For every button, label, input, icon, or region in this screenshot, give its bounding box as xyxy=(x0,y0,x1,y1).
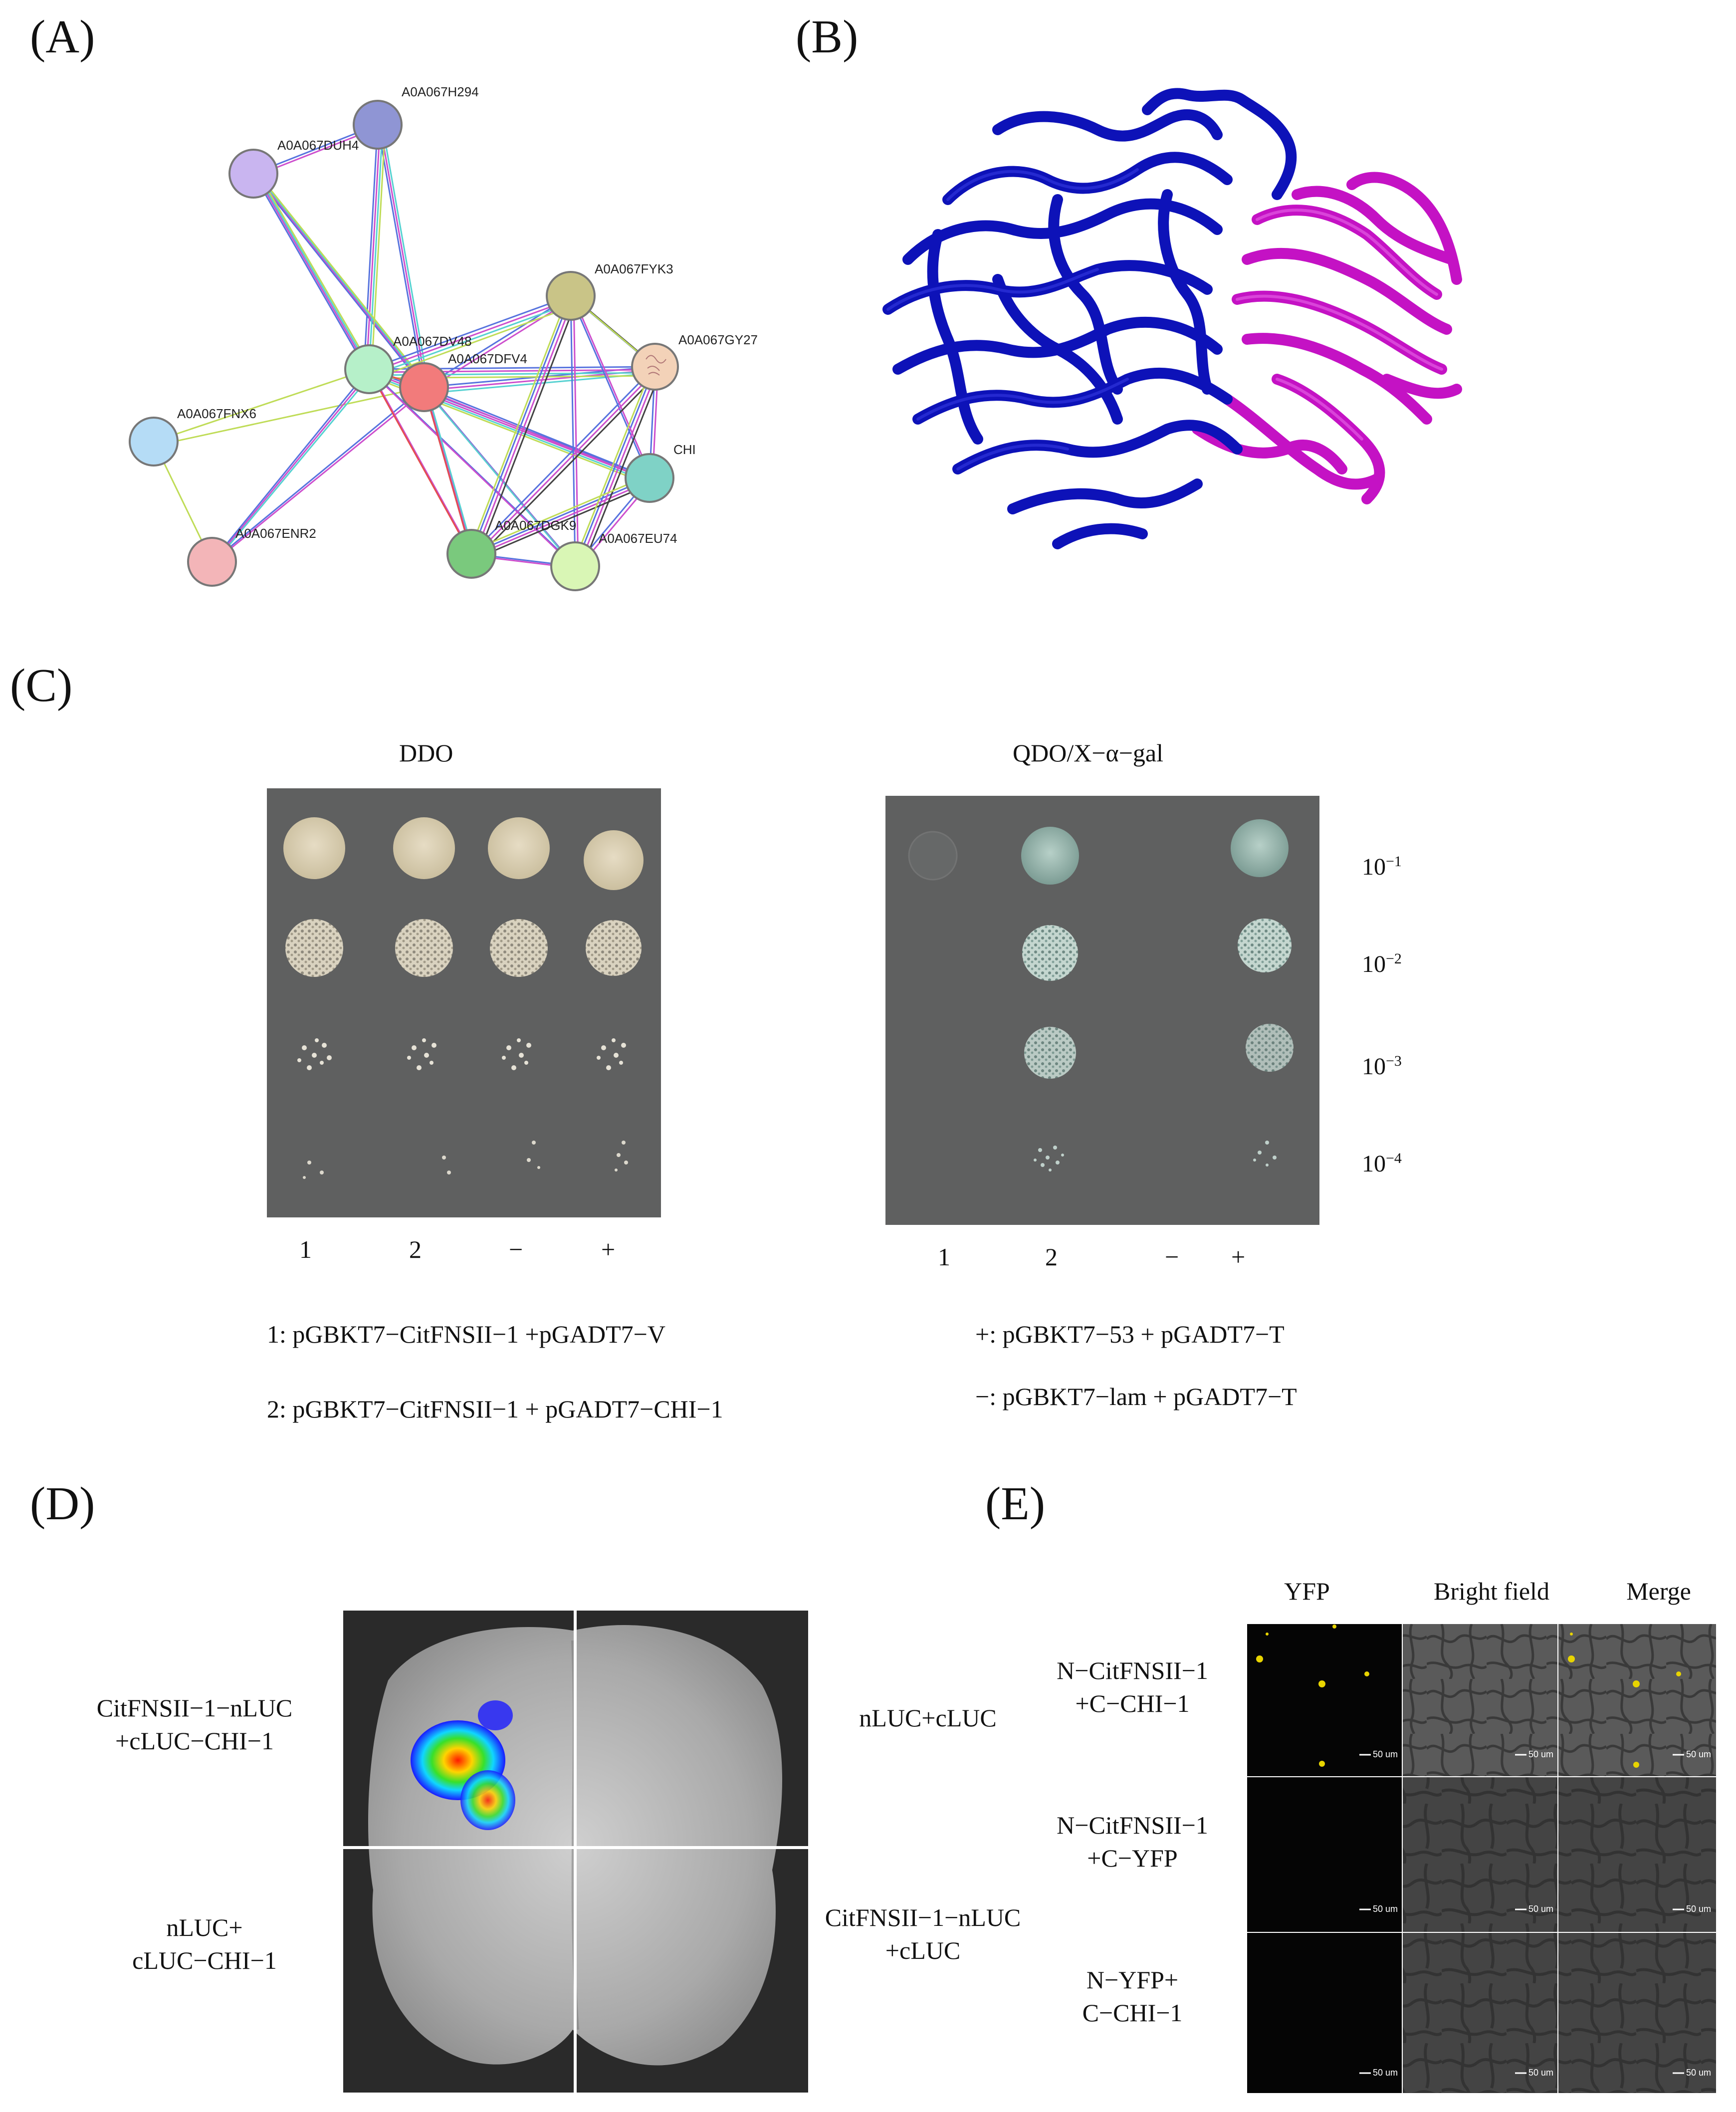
network-label-A0A067DUH4: A0A067DUH4 xyxy=(277,138,359,153)
network-label-A0A067FYK3: A0A067FYK3 xyxy=(595,261,673,276)
ddo-col-2: 2 xyxy=(409,1235,422,1263)
network-node-A0A067H294 xyxy=(353,100,403,150)
bright-field-image-row2 xyxy=(1403,1777,1557,1932)
network-node-A0A067DV48 xyxy=(344,344,394,394)
legend-line-4: −: pGBKT7−lam + pGADT7−T xyxy=(975,1383,1297,1410)
panel-b-label: (B) xyxy=(796,11,859,63)
plate2-title: QDO/X−α−gal xyxy=(1013,739,1164,767)
yfp-image-row1 xyxy=(1247,1624,1402,1776)
yfp-image-row3 xyxy=(1247,1933,1402,2093)
luc-image xyxy=(343,1611,808,2093)
merge-image-row1 xyxy=(1558,1624,1716,1776)
ddo-col-neg: − xyxy=(509,1235,523,1263)
qdo-row-3 xyxy=(1024,1024,1294,1079)
scale-label: 50 um xyxy=(1686,1749,1712,1759)
luminescence-signal xyxy=(411,1700,515,1830)
scale-label: 50 um xyxy=(1373,1749,1398,1759)
network-node-A0A067FYK3 xyxy=(546,271,596,321)
network-node-A0A067ENR2 xyxy=(187,537,237,587)
yfp-image-row2 xyxy=(1247,1777,1402,1932)
legend-line-2: 2: pGBKT7−CitFNSII−1 + pGADT7−CHI−1 xyxy=(267,1395,723,1423)
merge-image-row2 xyxy=(1558,1777,1716,1932)
qdo-col-1: 1 xyxy=(938,1243,950,1271)
protein-structure-ribbon xyxy=(882,88,1462,549)
network-label-A0A067DGK9: A0A067DGK9 xyxy=(495,518,576,533)
network-node-A0A067DFV4 xyxy=(399,362,449,412)
qdo-col-2: 2 xyxy=(1045,1243,1058,1271)
bifc-row-label-1: N−CitFNSII−1+C−CHI−1 xyxy=(1057,1656,1208,1717)
qdo-row-4 xyxy=(1034,1141,1277,1172)
panel-d-label: (D) xyxy=(30,1478,95,1530)
network-node-A0A067FNX6 xyxy=(129,417,179,467)
plate1-title: DDO xyxy=(399,739,453,767)
network-label-A0A067GY27: A0A067GY27 xyxy=(678,332,758,347)
scale-label: 50 um xyxy=(1528,1749,1554,1759)
network-label-A0A067EU74: A0A067EU74 xyxy=(599,531,677,546)
network-node-A0A067DUH4 xyxy=(228,149,278,199)
scale-label: 50 um xyxy=(1373,2068,1398,2078)
qdo-row-1 xyxy=(908,819,1289,885)
ddo-row-3 xyxy=(297,1038,626,1070)
network-label-A0A067ENR2: A0A067ENR2 xyxy=(235,526,316,541)
legend-line-3: +: pGBKT7−53 + pGADT7−T xyxy=(975,1320,1285,1348)
bright-field-image-row3 xyxy=(1403,1933,1557,2093)
structure-glyph xyxy=(646,355,666,376)
network-label-A0A067DFV4: A0A067DFV4 xyxy=(448,351,527,366)
luc-label-top-right: nLUC+cLUC xyxy=(859,1704,997,1732)
network-label-CHI: CHI xyxy=(673,442,696,457)
dilution-label-4: 10−4 xyxy=(1362,1150,1402,1177)
luc-label-bottom-right: CitFNSII−1−nLUC+cLUC xyxy=(825,1903,1021,1964)
panel-c-label: (C) xyxy=(10,660,73,711)
legend-line-1: 1: pGBKT7−CitFNSII−1 +pGADT7−V xyxy=(267,1320,665,1348)
network-label-A0A067FNX6: A0A067FNX6 xyxy=(177,406,256,421)
network-label-A0A067H294: A0A067H294 xyxy=(402,84,479,99)
ddo-row-2 xyxy=(285,919,642,977)
network-node-A0A067DGK9 xyxy=(446,529,496,579)
ddo-row-1 xyxy=(283,817,644,890)
merge-image-row3 xyxy=(1558,1933,1716,2093)
dilution-label-3: 10−3 xyxy=(1362,1053,1402,1080)
scale-label: 50 um xyxy=(1686,1904,1712,1914)
bifc-col-bright-field: Bright field xyxy=(1434,1577,1549,1605)
ddo-col-1: 1 xyxy=(299,1235,312,1263)
scale-label: 50 um xyxy=(1686,2068,1712,2078)
qdo-col-pos: + xyxy=(1231,1243,1246,1271)
bright-field-image-row1 xyxy=(1403,1624,1557,1776)
panel-e-label: (E) xyxy=(985,1478,1046,1530)
network-label-A0A067DV48: A0A067DV48 xyxy=(393,334,472,349)
dilution-label-2: 10−2 xyxy=(1362,950,1402,977)
scale-label: 50 um xyxy=(1528,1904,1554,1914)
bifc-col-merge: Merge xyxy=(1626,1577,1691,1605)
bifc-row-label-2: N−CitFNSII−1+C−YFP xyxy=(1057,1811,1208,1872)
bifc-col-yfp: YFP xyxy=(1284,1577,1330,1605)
network-node-CHI xyxy=(625,453,674,503)
luc-label-top-left: CitFNSII−1−nLUC+cLUC−CHI−1 xyxy=(96,1694,293,1755)
scale-label: 50 um xyxy=(1528,2068,1554,2078)
dilution-label-1: 10−1 xyxy=(1362,853,1402,880)
ddo-col-pos: + xyxy=(601,1235,616,1263)
luc-label-bottom-left: nLUC+cLUC−CHI−1 xyxy=(132,1913,277,1974)
qdo-col-neg: − xyxy=(1165,1243,1179,1271)
panel-a-label: (A) xyxy=(30,11,95,63)
ddo-row-4 xyxy=(303,1141,628,1179)
protein-interaction-network: A0A067H294 A0A067DUH4 A0A067FYK3 A0A067G… xyxy=(129,84,758,591)
bifc-image-grid: 50 um 50 um 50 um 50 um 50 um 50 um 50 u… xyxy=(1247,1624,1716,2093)
bifc-row-label-3: N−YFP+C−CHI−1 xyxy=(1082,1966,1183,2027)
scale-label: 50 um xyxy=(1373,1904,1398,1914)
network-node-A0A067EU74 xyxy=(550,541,600,591)
qdo-row-2 xyxy=(1022,919,1292,981)
